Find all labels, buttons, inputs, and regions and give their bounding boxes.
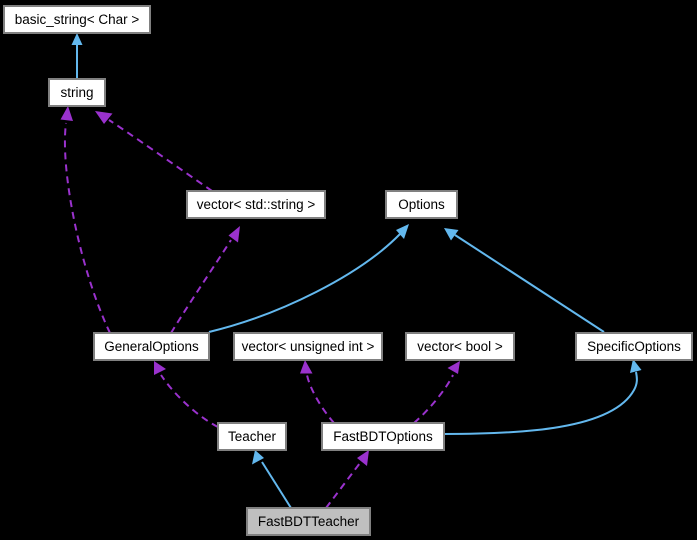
edge-specificoptions-to-options bbox=[444, 228, 605, 333]
node-vector-std-string[interactable]: vector< std::string > bbox=[186, 190, 326, 219]
node-string[interactable]: string bbox=[48, 78, 106, 107]
node-label-fastbdt-options: FastBDTOptions bbox=[333, 429, 433, 444]
edge-generaloptions-to-string bbox=[60, 106, 111, 334]
node-label-vector-std-string: vector< std::string > bbox=[197, 197, 316, 212]
node-general-options[interactable]: GeneralOptions bbox=[93, 332, 210, 361]
node-fastbdt-teacher[interactable]: FastBDTTeacher bbox=[246, 507, 371, 536]
node-label-basic-string: basic_string< Char > bbox=[15, 12, 140, 27]
edge-layer bbox=[60, 33, 642, 509]
node-label-vector-bool: vector< bool > bbox=[417, 339, 503, 354]
edge-generaloptions-to-vectorstring bbox=[170, 226, 240, 334]
edge-vectorstring-to-string bbox=[95, 111, 213, 192]
node-label-teacher: Teacher bbox=[228, 429, 277, 444]
node-label-string: string bbox=[60, 85, 93, 100]
edge-fastbdtteacher-to-fastbdtoptions bbox=[325, 450, 369, 509]
edge-fastbdtteacher-to-teacher bbox=[252, 450, 292, 509]
node-teacher[interactable]: Teacher bbox=[217, 422, 287, 451]
edge-generaloptions-to-options bbox=[208, 224, 409, 333]
edge-string-to-basic-string bbox=[71, 33, 83, 79]
edge-teacher-to-generaloptions bbox=[154, 361, 219, 428]
node-vector-bool[interactable]: vector< bool > bbox=[405, 332, 515, 361]
node-vector-unsigned-int[interactable]: vector< unsigned int > bbox=[233, 332, 383, 361]
node-label-options: Options bbox=[398, 197, 445, 212]
node-fastbdt-options[interactable]: FastBDTOptions bbox=[321, 422, 445, 451]
node-options[interactable]: Options bbox=[385, 190, 458, 219]
node-label-general-options: GeneralOptions bbox=[104, 339, 199, 354]
node-layer: basic_string< Char > string vector< std:… bbox=[3, 5, 693, 536]
node-label-fastbdt-teacher: FastBDTTeacher bbox=[258, 514, 360, 529]
node-label-specific-options: SpecificOptions bbox=[587, 339, 681, 354]
edge-fastbdtoptions-to-specificoptions bbox=[443, 359, 642, 435]
node-basic-string[interactable]: basic_string< Char > bbox=[3, 5, 151, 34]
node-specific-options[interactable]: SpecificOptions bbox=[575, 332, 693, 361]
edge-fastbdtoptions-to-vectoruint bbox=[300, 360, 335, 424]
edge-fastbdtoptions-to-vectorbool bbox=[413, 361, 460, 424]
node-label-vector-unsigned-int: vector< unsigned int > bbox=[242, 339, 375, 354]
